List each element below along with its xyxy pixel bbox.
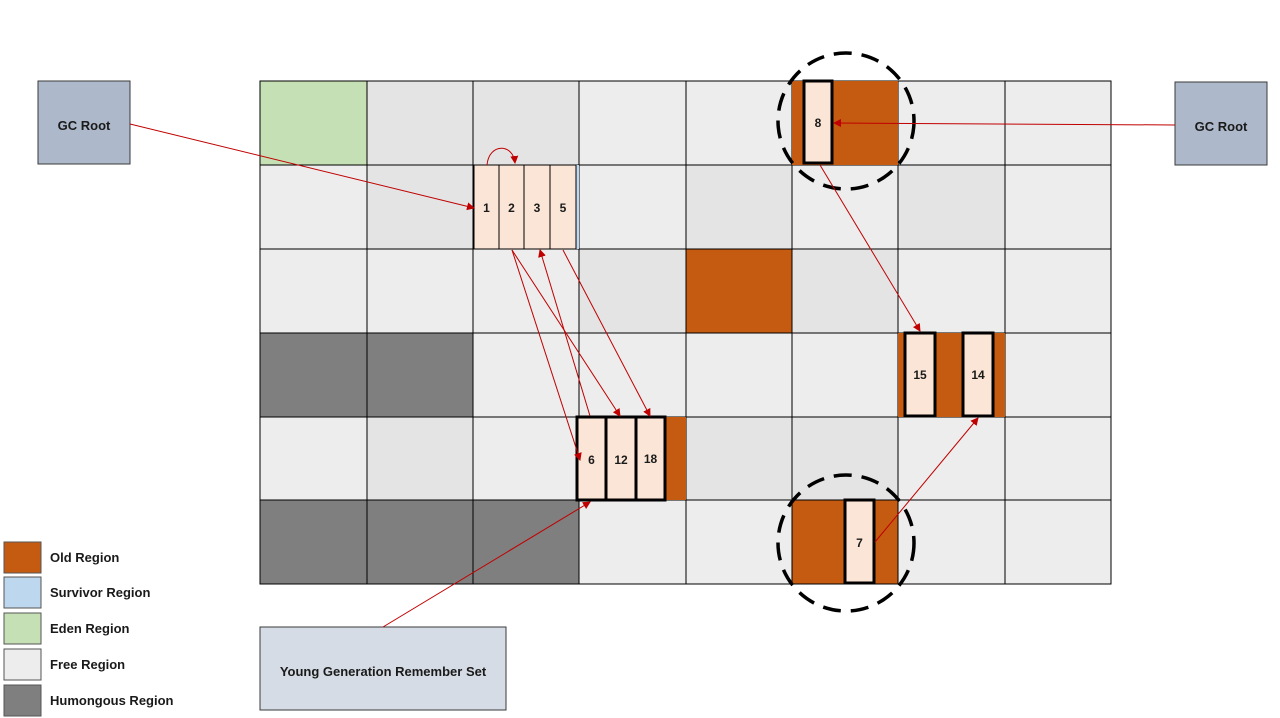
legend-item: Free Region bbox=[3, 648, 125, 681]
young-object-2: 2 bbox=[498, 164, 525, 250]
old-object-7: 7 bbox=[843, 498, 876, 585]
legend-swatch bbox=[3, 648, 42, 681]
legend-label: Free Region bbox=[50, 657, 125, 672]
gc-root-right: GC Root bbox=[1174, 81, 1268, 166]
object-label-2: 2 bbox=[508, 201, 515, 215]
arrow-8-to-15 bbox=[819, 164, 921, 332]
region-free-r2c7 bbox=[1004, 248, 1112, 334]
region-free-r2c6 bbox=[897, 248, 1006, 334]
arrow-gcroot-to-1 bbox=[129, 123, 475, 211]
old-object-15: 15 bbox=[903, 331, 937, 418]
legend-item: Humongous Region bbox=[3, 684, 174, 717]
legend-swatch bbox=[3, 541, 42, 574]
old-object-18: 18 bbox=[634, 415, 667, 502]
highlight-circle-bottom bbox=[776, 473, 916, 613]
region-free-r0c4 bbox=[685, 80, 793, 166]
arrow-2-to-12 bbox=[511, 249, 621, 417]
region-free-r0c7 bbox=[1004, 80, 1112, 166]
region-free-r5c3 bbox=[578, 499, 687, 585]
legend-item: Survivor Region bbox=[3, 576, 150, 609]
arrow-5-to-18 bbox=[562, 249, 651, 417]
arrow-2-to-6 bbox=[511, 249, 582, 461]
arrow-6-to-3 bbox=[538, 249, 591, 417]
region-free_alt-r2c5 bbox=[791, 248, 899, 334]
region-free-r3c4 bbox=[685, 332, 793, 418]
gc-root-right-label: GC Root bbox=[1195, 119, 1248, 134]
region-humongous-r5c0 bbox=[259, 499, 368, 585]
gc-root-left: GC Root bbox=[37, 80, 131, 165]
object-label-1: 1 bbox=[483, 201, 490, 215]
region-free-r2c2 bbox=[472, 248, 580, 334]
region-humongous-r3c1 bbox=[366, 332, 474, 418]
arrow-7-to-14 bbox=[874, 417, 979, 543]
object-label-14: 14 bbox=[971, 368, 985, 382]
old-object-8: 8 bbox=[802, 79, 834, 165]
region-free_alt-r4c5 bbox=[791, 416, 899, 501]
young-object-5: 5 bbox=[549, 164, 577, 250]
region-eden-r0c0 bbox=[259, 80, 368, 166]
region-free-r3c7 bbox=[1004, 332, 1112, 418]
highlight-circle-top bbox=[776, 51, 916, 191]
old-object-14: 14 bbox=[961, 331, 995, 418]
object-label-7: 7 bbox=[856, 536, 863, 550]
legend-label: Survivor Region bbox=[50, 585, 150, 600]
region-free-r4c0 bbox=[259, 416, 368, 501]
reference-arrows bbox=[129, 119, 1176, 628]
region-free-r2c1 bbox=[366, 248, 474, 334]
region-free_alt-r0c1 bbox=[366, 80, 474, 166]
young-object-3: 3 bbox=[523, 164, 551, 250]
arrow-gcroot-to-8 bbox=[833, 119, 1176, 128]
gc-root-left-label: GC Root bbox=[58, 118, 111, 133]
legend-swatch bbox=[3, 684, 42, 717]
region-humongous-r5c2 bbox=[472, 499, 580, 585]
region-free-r5c7 bbox=[1004, 499, 1112, 585]
region-free-r0c3 bbox=[578, 80, 687, 166]
legend-item: Eden Region bbox=[3, 612, 130, 645]
region-free-r1c3 bbox=[578, 164, 687, 250]
region-humongous-r5c1 bbox=[366, 499, 474, 585]
legend-label: Humongous Region bbox=[50, 693, 174, 708]
region-free_alt-r4c4 bbox=[685, 416, 793, 501]
object-label-3: 3 bbox=[534, 201, 541, 215]
remember-set-label: Young Generation Remember Set bbox=[280, 664, 487, 679]
region-free_alt-r2c3 bbox=[578, 248, 687, 334]
region-free_alt-r4c1 bbox=[366, 416, 474, 501]
arrow-rset-to-6 bbox=[382, 501, 591, 628]
legend-label: Old Region bbox=[50, 550, 119, 565]
old-region-mid bbox=[685, 248, 793, 334]
region-free-r4c6 bbox=[897, 416, 1006, 501]
region-free-r5c4 bbox=[685, 499, 793, 585]
region-free-r5c6 bbox=[897, 499, 1006, 585]
young-object-1: 1 bbox=[473, 164, 500, 250]
region-free-r4c2 bbox=[472, 416, 580, 501]
region-free-r1c7 bbox=[1004, 164, 1112, 250]
legend-swatch bbox=[3, 576, 42, 609]
region-free-r3c2 bbox=[472, 332, 580, 418]
arrow-self-ref bbox=[486, 147, 519, 166]
old-object-12: 12 bbox=[604, 415, 638, 502]
region-free_alt-r0c2 bbox=[472, 80, 580, 166]
object-label-18: 18 bbox=[644, 452, 658, 466]
object-label-5: 5 bbox=[560, 201, 567, 215]
region-free_alt-r1c1 bbox=[366, 164, 474, 250]
object-label-6: 6 bbox=[588, 453, 595, 467]
object-label-8: 8 bbox=[815, 116, 822, 130]
legend-item: Old Region bbox=[3, 541, 119, 574]
region-free-r4c7 bbox=[1004, 416, 1112, 501]
region-free-r2c0 bbox=[259, 248, 368, 334]
old-object-6: 6 bbox=[575, 415, 608, 502]
legend-label: Eden Region bbox=[50, 621, 130, 636]
region-humongous-r3c0 bbox=[259, 332, 368, 418]
region-free_alt-r1c6 bbox=[897, 164, 1006, 250]
object-label-15: 15 bbox=[913, 368, 927, 382]
region-free_alt-r1c4 bbox=[685, 164, 793, 250]
young-gen-remember-set: Young Generation Remember Set bbox=[259, 626, 507, 711]
region-free-r3c3 bbox=[578, 332, 687, 418]
object-label-12: 12 bbox=[614, 453, 628, 467]
region-free-r3c5 bbox=[791, 332, 899, 418]
legend-swatch bbox=[3, 612, 42, 645]
